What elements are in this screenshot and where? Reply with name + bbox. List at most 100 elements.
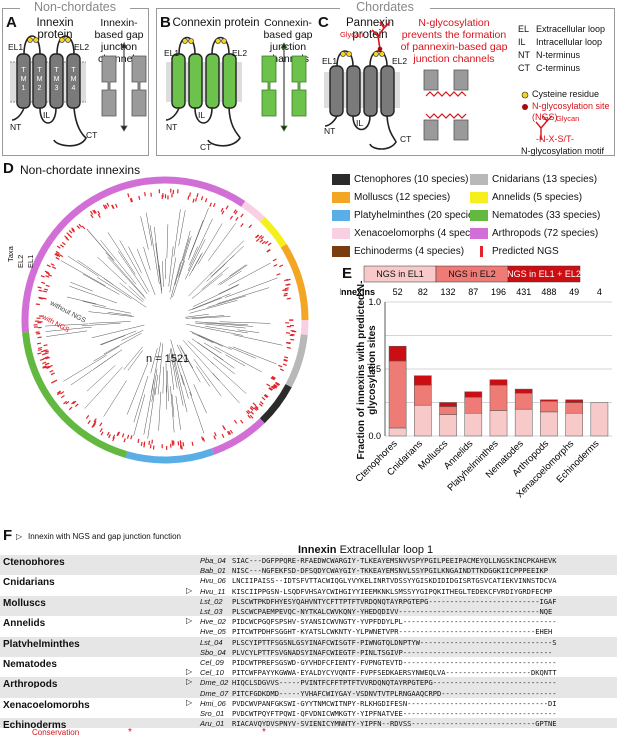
tree-branch	[233, 334, 283, 346]
sequence-name: Lst_03	[200, 607, 223, 616]
ngs-tick	[45, 275, 50, 278]
ngs-tick	[213, 435, 217, 440]
panel-label-e: E	[342, 265, 353, 282]
ngs-tick	[260, 236, 265, 240]
ngs-tick	[78, 223, 83, 228]
legend-molluscs: Molluscs (12 species)	[354, 192, 451, 203]
clade-label: Ctenophores	[3, 557, 65, 568]
a-el1: EL1	[8, 42, 24, 52]
panel-label-d: D	[3, 160, 14, 177]
taxa-ring-segment	[164, 176, 246, 207]
tree-branch	[225, 354, 246, 367]
ngs-tick	[43, 344, 48, 347]
tree-branch	[189, 246, 198, 266]
sequence: PLSCYIPTTFSGSNLGSYINAFCWISGTF-PIWNGTQLDN…	[232, 637, 557, 647]
tree-branch	[176, 344, 187, 364]
tree-branch	[228, 262, 271, 286]
tree-branch	[63, 354, 107, 382]
ngs-tick	[130, 435, 133, 440]
clade-label: Xenacoelomorphs	[3, 699, 90, 711]
ngs-tick	[240, 223, 244, 227]
ngs-tick	[100, 431, 104, 436]
tree-branch	[191, 316, 231, 319]
tree-branch	[151, 368, 158, 402]
ngs-tick	[182, 442, 185, 447]
f-conservation-star-2: *	[262, 727, 266, 738]
tree-branch	[150, 348, 158, 374]
innexin-count: 196	[491, 287, 506, 297]
ngs-function-tri-icon: ▷	[186, 697, 193, 707]
ngs-tick	[71, 227, 75, 231]
tree-branch	[184, 239, 206, 280]
ngs-tick	[55, 250, 60, 255]
panel-label-a: A	[6, 14, 17, 31]
ngs-tick	[61, 241, 66, 246]
ngs-tick	[286, 346, 291, 349]
tree-branch	[170, 348, 184, 406]
b-ct: CT	[200, 142, 212, 152]
tree-branch	[189, 220, 204, 257]
ngs-tick	[272, 258, 277, 262]
sequence-name: Cel_10	[200, 668, 224, 678]
ngs-tick	[143, 441, 146, 446]
bar-segment	[565, 402, 583, 414]
tree-branch	[207, 295, 246, 308]
tree-branch	[162, 366, 164, 394]
swatch-ctenophores	[332, 174, 350, 185]
tree-branch	[186, 323, 243, 336]
ngs-tick	[99, 422, 103, 427]
ngs-tick	[283, 356, 289, 359]
tree-branch	[133, 375, 149, 423]
tree-branch	[100, 335, 126, 346]
tree-branch	[86, 228, 115, 261]
bar-segment	[540, 399, 558, 402]
tree-branch	[185, 315, 225, 319]
ngs-function-tri-icon: ▷	[186, 616, 193, 626]
c-el1: EL1	[322, 56, 338, 66]
swatch-arthropods	[470, 228, 488, 239]
tree-branch	[169, 348, 178, 389]
ngs-tick	[48, 364, 53, 368]
ngs-tick	[44, 270, 49, 274]
a-el2: EL2	[74, 42, 90, 52]
tree-branch	[145, 212, 153, 247]
ngs-tick	[254, 405, 259, 409]
ngs-tick	[59, 254, 64, 258]
ngs-tick	[270, 386, 275, 390]
ngs-tick	[284, 287, 289, 290]
ngs-tick	[261, 240, 266, 245]
tree-branch	[173, 355, 188, 413]
sequence-name: Pba_04	[200, 556, 226, 565]
tree-branch	[97, 256, 127, 285]
ngs-tick	[259, 239, 264, 243]
tree-branch	[45, 323, 88, 327]
a-il: IL	[43, 110, 51, 120]
ngs-tick	[93, 209, 97, 214]
ngs-tick	[252, 402, 257, 407]
ngs-tick	[221, 433, 225, 438]
tree-branch	[192, 284, 239, 307]
sequence: PLVCYLPTTFSVGNADSYINAFCWIEGTF-PINLTSGIVP…	[232, 647, 553, 657]
bar-segment	[489, 410, 508, 437]
ngs-tick	[209, 202, 212, 207]
clade-label: Nematodes	[3, 659, 57, 670]
ngs-tick	[255, 234, 260, 239]
swatch-platyhelminthes	[332, 210, 350, 221]
ngs-tick	[261, 396, 266, 401]
bar-segment	[388, 360, 407, 429]
ngs-tick	[196, 193, 199, 198]
ngs-tick	[140, 441, 143, 446]
tree-n-label: n = 1521	[146, 353, 190, 365]
tree-branch	[210, 245, 244, 278]
tree-branch	[143, 246, 151, 271]
tree-branch	[211, 361, 247, 394]
tree-branch	[169, 257, 177, 293]
ngs-tick	[273, 384, 278, 388]
ngs-tick	[192, 198, 195, 203]
tree-branch	[191, 274, 223, 299]
sequence-name: Dme_02	[200, 678, 229, 688]
